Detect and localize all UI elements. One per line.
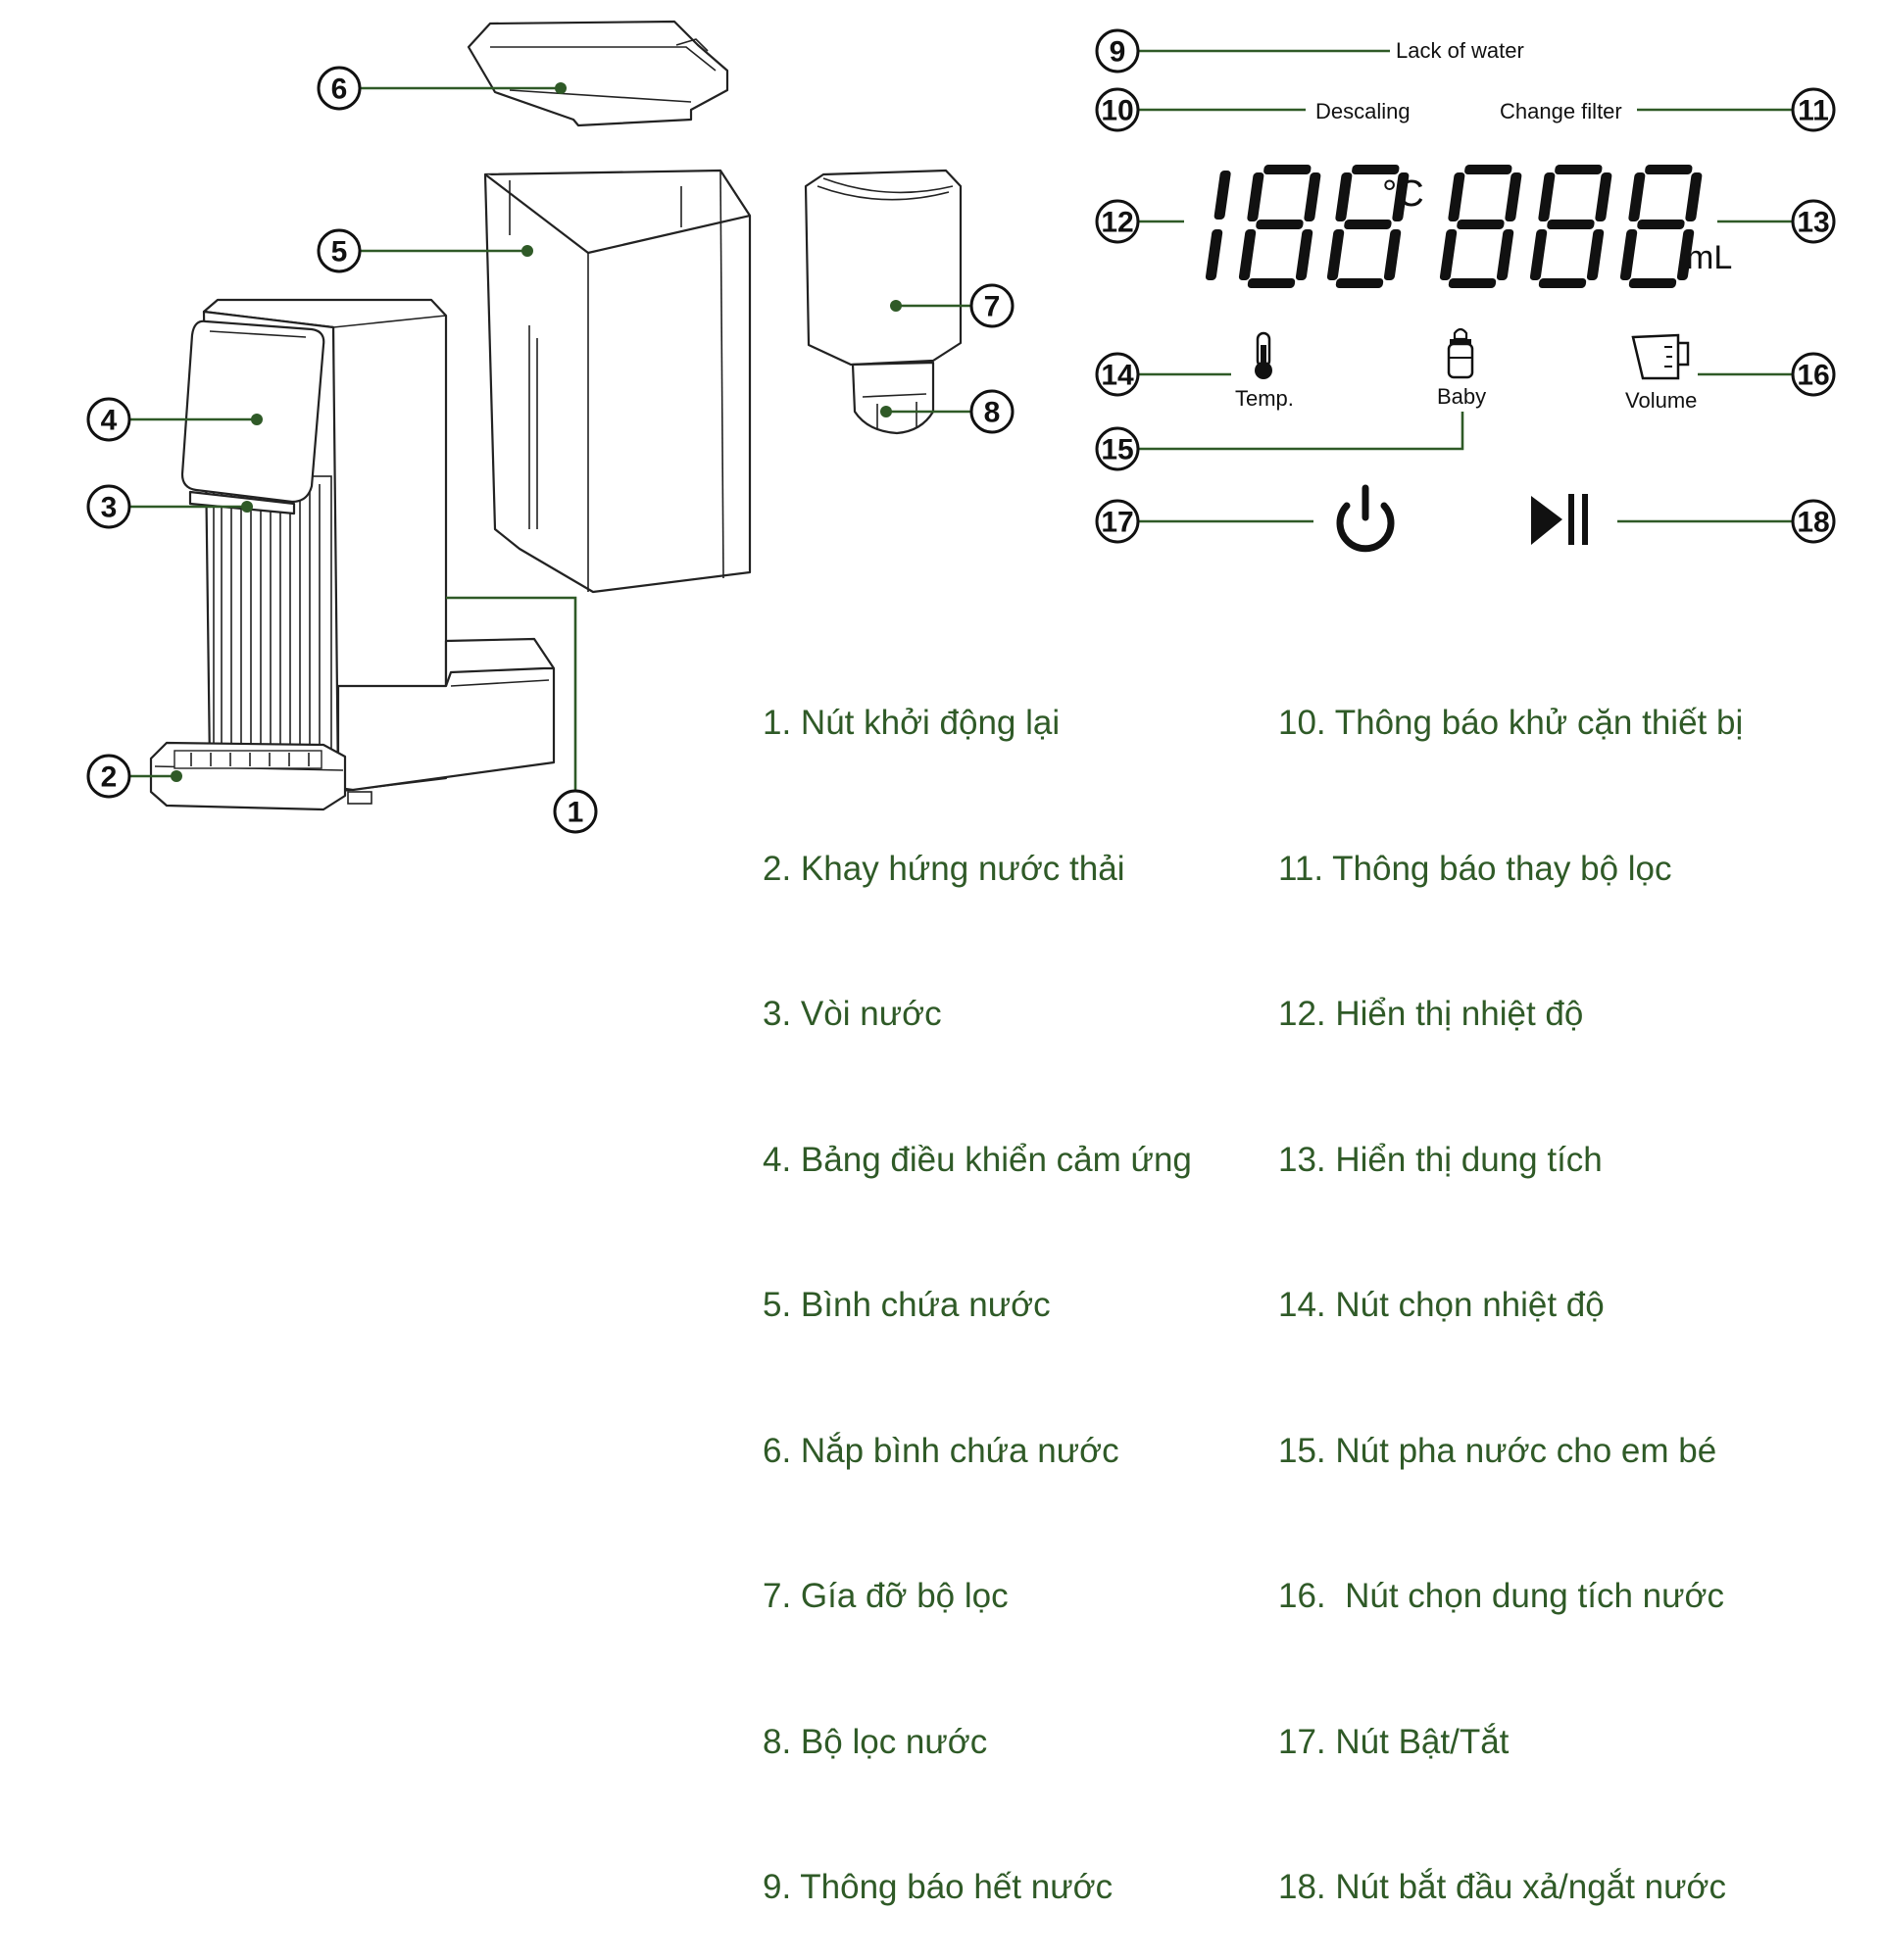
temp-label: Temp.: [1235, 386, 1294, 411]
volume-label: Volume: [1625, 388, 1697, 413]
volume-unit: mL: [1686, 239, 1732, 276]
legend-item-17: 17. Nút Bật/Tắt: [1278, 1722, 1510, 1761]
legend-item-12: 12. Hiển thị nhiệt độ: [1278, 995, 1584, 1033]
callout-7: 7: [969, 283, 1015, 328]
callout-13: 13: [1791, 199, 1836, 244]
svg-text:7: 7: [984, 291, 1001, 323]
baby-label: Baby: [1437, 384, 1486, 409]
lack-of-water-label: Lack of water: [1396, 38, 1524, 63]
svg-text:11: 11: [1798, 95, 1829, 127]
legend-item-1: 1. Nút khởi động lại: [763, 704, 1061, 742]
svg-text:13: 13: [1797, 207, 1829, 239]
callout-4: 4: [86, 397, 131, 442]
legend-item-4: 4. Bảng điều khiển cảm ứng: [763, 1140, 1192, 1179]
callout-8: 8: [969, 389, 1015, 434]
svg-text:14: 14: [1101, 360, 1134, 392]
callout-14: 14: [1095, 352, 1140, 397]
baby-bottle-icon[interactable]: [1447, 327, 1474, 379]
thermometer-icon[interactable]: [1255, 331, 1272, 379]
legend-item-7: 7. Gía đỡ bộ lọc: [763, 1577, 1009, 1615]
svg-text:5: 5: [331, 236, 348, 269]
svg-text:15: 15: [1101, 434, 1133, 466]
water-filter: [851, 361, 935, 435]
temperature-unit: °C: [1382, 173, 1424, 215]
water-channel-ribs: [221, 484, 321, 755]
legend-left: 1. Nút khởi động lại 2. Khay hứng nước t…: [763, 602, 1192, 1960]
svg-text:9: 9: [1110, 36, 1126, 69]
callout-17: 17: [1095, 499, 1140, 544]
legend-item-15: 15. Nút pha nước cho em bé: [1278, 1431, 1717, 1470]
legend-item-14: 14. Nút chọn nhiệt độ: [1278, 1286, 1605, 1324]
svg-text:10: 10: [1101, 95, 1133, 127]
reservoir-lid: [467, 20, 729, 127]
callout-9: 9: [1095, 28, 1140, 74]
legend-item-8: 8. Bộ lọc nước: [763, 1722, 988, 1761]
svg-text:2: 2: [101, 761, 118, 794]
descaling-label: Descaling: [1315, 99, 1411, 123]
callout-6: 6: [317, 66, 362, 111]
legend-item-13: 13. Hiển thị dung tích: [1278, 1140, 1603, 1179]
measuring-cup-icon[interactable]: [1631, 333, 1690, 380]
drip-tray-grill: [173, 750, 322, 769]
dispenser-body: [149, 298, 556, 811]
callout-1: 1: [553, 789, 598, 834]
legend-item-10: 10. Thông báo khử cặn thiết bị: [1278, 704, 1744, 742]
callout-16: 16: [1791, 352, 1836, 397]
temperature-display: [1205, 165, 1410, 288]
svg-text:1: 1: [568, 797, 584, 829]
callout-10: 10: [1095, 87, 1140, 132]
svg-text:17: 17: [1101, 507, 1133, 539]
svg-text:12: 12: [1101, 207, 1133, 239]
water-reservoir: [483, 169, 752, 594]
svg-text:8: 8: [984, 397, 1001, 429]
legend-item-9: 9. Thông báo hết nước: [763, 1868, 1114, 1906]
legend-item-11: 11. Thông báo thay bộ lọc: [1278, 849, 1672, 888]
callout-3: 3: [86, 484, 131, 529]
callout-5: 5: [317, 228, 362, 273]
change-filter-label: Change filter: [1500, 99, 1622, 123]
power-icon[interactable]: [1336, 484, 1395, 553]
legend-item-5: 5. Bình chứa nước: [763, 1286, 1051, 1324]
callout-11: 11: [1791, 87, 1836, 132]
legend-item-3: 3. Vòi nước: [763, 995, 942, 1033]
legend-right: 10. Thông báo khử cặn thiết bị 11. Thông…: [1278, 602, 1743, 1960]
legend-item-2: 2. Khay hứng nước thải: [763, 849, 1125, 888]
volume-display: [1439, 165, 1703, 288]
filter-holder: [804, 169, 963, 367]
callout-15: 15: [1095, 426, 1140, 471]
legend-item-16: 16. Nút chọn dung tích nước: [1278, 1577, 1724, 1615]
svg-text:18: 18: [1797, 507, 1829, 539]
water-dispenser-diagram: 6 5 4 3 2 1 7 8 9 Lack of water: [86, 20, 1836, 834]
legend-item-18: 18. Nút bắt đầu xả/ngắt nước: [1278, 1868, 1726, 1906]
svg-text:4: 4: [101, 405, 118, 437]
callout-18: 18: [1791, 499, 1836, 544]
callout-leaders: [127, 82, 972, 790]
svg-text:16: 16: [1797, 360, 1829, 392]
callout-12: 12: [1095, 199, 1140, 244]
play-pause-icon[interactable]: [1531, 494, 1588, 545]
legend-item-6: 6. Nắp bình chứa nước: [763, 1431, 1119, 1470]
control-panel-detail: 9 Lack of water 10 Descaling Change filt…: [1095, 28, 1836, 553]
svg-text:6: 6: [331, 74, 348, 106]
callout-2: 2: [86, 754, 131, 799]
svg-text:3: 3: [101, 492, 118, 524]
